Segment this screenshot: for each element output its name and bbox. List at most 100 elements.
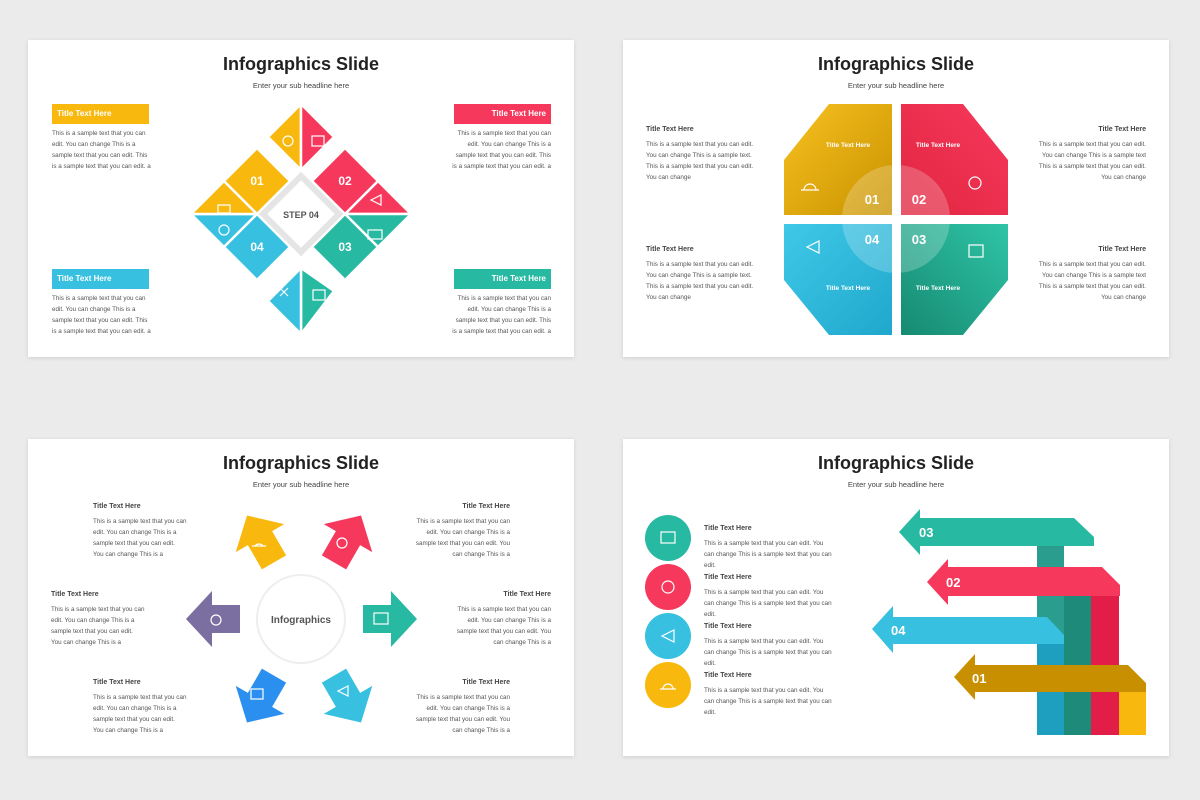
text-block: This is a sample text that you can edit.… [415, 518, 510, 558]
diamond-segment [266, 264, 303, 338]
bulb-icon [282, 135, 294, 147]
slide-title: Infographics Slide [817, 453, 975, 473]
chart-icon [968, 244, 984, 258]
text-block: This is a sample text that you can edit.… [646, 261, 754, 301]
diamond-segment [222, 212, 292, 282]
circle-yellow [645, 662, 691, 708]
title-box-red: Title Text Here [454, 104, 551, 124]
quadrant-title: Title Text Here [916, 142, 961, 149]
quadrant-red [901, 104, 1008, 215]
arrow-red [309, 501, 386, 577]
chart-icon [660, 531, 676, 544]
arrow-01 [954, 654, 1146, 700]
text-title: Title Text Here [51, 591, 99, 598]
text-block: This is a sample text that you can edit.… [415, 694, 510, 734]
text-title: Title Text Here [93, 503, 141, 510]
slide-title: Infographics Slide [222, 54, 380, 74]
text-block: This is a sample text that you can edit.… [704, 540, 832, 569]
text-title: Title Text Here [462, 679, 510, 686]
circle-red [645, 564, 691, 610]
chart-icon [367, 229, 383, 240]
text-title: Title Text Here [93, 679, 141, 686]
text-title: Title Text Here [503, 591, 551, 598]
step-number: 01 [250, 174, 264, 188]
arrow-number: 04 [891, 623, 906, 638]
text-title: Title Text Here [646, 246, 694, 253]
quadrant-title: Title Text Here [826, 285, 871, 292]
text-block: This is a sample text that you can edit.… [452, 295, 551, 335]
center-diamond [258, 171, 344, 257]
quadrant-title: Title Text Here [826, 142, 871, 149]
team-icon [968, 176, 982, 190]
slide-arrows-steps[interactable]: Infographics Slide Enter your sub headli… [623, 439, 1169, 756]
megaphone-icon [369, 194, 382, 206]
text-block: This is a sample text that you can edit.… [452, 130, 551, 170]
center-label: STEP 04 [283, 210, 319, 220]
slide-title: Infographics Slide [222, 453, 380, 473]
text-block: This is a sample text that you can edit.… [93, 518, 187, 558]
text-block: This is a sample text that you can edit.… [646, 141, 754, 181]
slide-diamond[interactable]: Infographics Slide Enter your sub headli… [28, 40, 574, 357]
slide-arrows-radial[interactable]: Infographics Slide Enter your sub headli… [28, 439, 574, 756]
quadrant-number: 04 [865, 232, 880, 247]
text-block: This is a sample text that you can edit.… [704, 589, 832, 618]
chart-icon [373, 612, 389, 625]
text-block: This is a sample text that you can edit.… [52, 130, 151, 170]
arrow-purple [186, 591, 240, 647]
center-circle [256, 574, 346, 664]
slide-octagon[interactable]: Infographics Slide Enter your sub headli… [623, 40, 1169, 357]
arrow-number: 01 [972, 671, 986, 686]
text-block: This is a sample text that you can edit.… [1038, 261, 1146, 301]
quadrant-title: Title Text Here [916, 285, 961, 292]
slide-subtitle: Enter your sub headline here [252, 480, 350, 489]
growth-icon [218, 224, 230, 236]
arrow-teal [363, 591, 417, 647]
diamond-segment [310, 212, 380, 282]
presentation-icon [250, 688, 264, 700]
step-number: 03 [338, 240, 352, 254]
team-icon [311, 135, 325, 147]
quadrant-number: 03 [912, 232, 926, 247]
text-block: This is a sample text that you can edit.… [1038, 141, 1146, 181]
presentation-icon [312, 289, 326, 301]
arrow-02 [927, 559, 1120, 605]
diamond-segment [299, 100, 336, 174]
team-icon [661, 580, 675, 594]
step-number: 02 [338, 174, 352, 188]
slide-title: Infographics Slide [817, 54, 975, 74]
octagon-graphic: 01 02 03 04 Title Text Here Title Text H… [784, 104, 1008, 335]
quadrant-number: 02 [912, 192, 926, 207]
idea-icon [801, 183, 819, 191]
megaphone-icon [805, 240, 820, 254]
title-box-teal: Title Text Here [454, 269, 551, 289]
text-title: Title Text Here [704, 574, 752, 581]
idea-icon [252, 543, 266, 547]
arrow-03 [899, 509, 1094, 555]
text-block: This is a sample text that you can edit.… [704, 687, 832, 716]
arrow-cyan [309, 661, 386, 737]
growth-icon [210, 614, 222, 626]
center-circle [842, 165, 950, 273]
megaphone-icon [336, 685, 349, 697]
text-block: This is a sample text that you can edit.… [704, 638, 832, 667]
text-title: Title Text Here [646, 126, 694, 133]
arrow-yellow [222, 501, 299, 577]
idea-icon [217, 204, 231, 214]
quadrant-yellow [784, 104, 892, 215]
diamond-graphic: STEP 04 01 02 03 04 [187, 100, 415, 338]
circle-cyan [645, 613, 691, 659]
text-title: Title Text Here [704, 672, 752, 679]
center-label: Infographics [271, 615, 331, 626]
text-title: Title Text Here [1098, 126, 1146, 133]
team-icon [336, 537, 348, 549]
radial-arrows-graphic: Infographics [186, 501, 417, 737]
diamond-segment [299, 265, 336, 338]
text-title: Title Text Here [704, 525, 752, 532]
text-title: Title Text Here [1098, 246, 1146, 253]
title-box-yellow: Title Text Here [52, 104, 149, 124]
title-box-cyan: Title Text Here [52, 269, 149, 289]
quadrant-cyan [784, 224, 892, 335]
circle-teal [645, 515, 691, 561]
text-title: Title Text Here [704, 623, 752, 630]
rocket-icon [279, 287, 289, 297]
